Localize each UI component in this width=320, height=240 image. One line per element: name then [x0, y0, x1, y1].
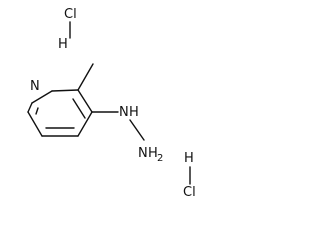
- ring-nitrogen-atom: N: [30, 79, 40, 94]
- hydrogen-atom-top: H: [58, 37, 68, 52]
- amine-subscript: 2: [157, 153, 163, 164]
- bond-c6-n1: [27, 102, 33, 113]
- hydrazine-n-atom: N: [119, 105, 129, 120]
- hcl-bottom: H Cl: [183, 151, 196, 200]
- bond-n1-c2: [31, 90, 53, 104]
- methyl-bond: [77, 63, 94, 91]
- bond-c5-c6: [27, 111, 43, 137]
- bond-c2-c3: [77, 89, 93, 113]
- hydrogen-atom-bottom: H: [184, 151, 194, 166]
- structure-canvas: Cl H N N H N H 2 H Cl: [27, 7, 196, 200]
- hcl-top: Cl H: [58, 7, 77, 52]
- hydrazine-h-atom: H: [129, 105, 139, 120]
- chlorine-atom-top: Cl: [64, 7, 77, 22]
- n-n-bond: [129, 119, 145, 141]
- chemical-structure-diagram: Cl H N N H N H 2 H Cl: [27, 7, 196, 200]
- amine-n-atom: N: [138, 146, 148, 161]
- bond-c6-n1-inner: [35, 107, 39, 115]
- bond-c2-c3-inner: [72, 98, 86, 119]
- chlorine-atom-bottom: Cl: [183, 185, 196, 200]
- bond-c3-c4: [77, 111, 93, 137]
- amine-h-atom: H: [148, 146, 158, 161]
- pyridine-ring: N: [27, 79, 93, 137]
- bond-c2-ring-top: [51, 89, 79, 92]
- hydrazine-group: N H N H 2: [91, 105, 163, 164]
